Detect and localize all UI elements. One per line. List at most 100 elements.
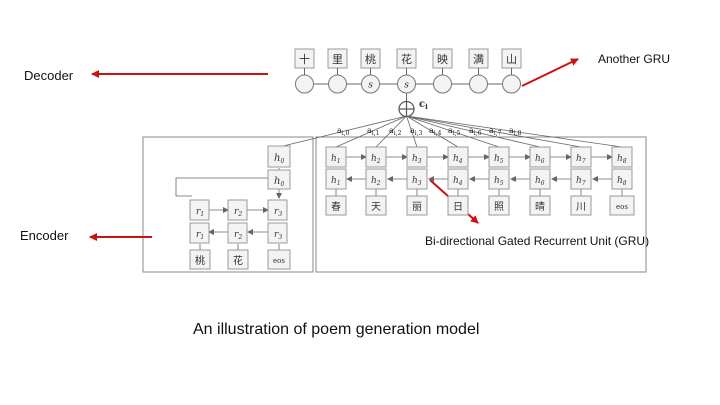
forward-state-cell (447, 146, 469, 168)
decoder-state-circle (469, 74, 488, 94)
left-r-label: r2 (234, 207, 242, 218)
attention-weight-label: ai,2 (389, 126, 402, 137)
forward-state-cell (529, 146, 551, 168)
forward-state-label: h2 (371, 154, 381, 165)
decoder-chain (304, 68, 512, 101)
left-state-label: h0 (274, 153, 284, 165)
forward-state-label: h5 (494, 154, 504, 165)
right-input-cell (570, 195, 592, 216)
left-input-char: eos (273, 257, 285, 265)
another-gru-label: Another GRU (598, 52, 671, 66)
left-input-cell (267, 249, 291, 270)
left-r-cell (267, 199, 288, 221)
backward-state-cell (488, 168, 510, 190)
left-input-cell (189, 249, 211, 270)
attention-weight-label: ai,4 (429, 126, 442, 137)
decoder-state-circle (397, 74, 416, 94)
forward-state-label: h1 (331, 154, 341, 165)
right-input-cell (529, 195, 551, 216)
backward-state-label: h1 (331, 176, 341, 187)
backward-state-cell (365, 168, 387, 190)
left-r-label: r3 (274, 207, 282, 218)
right-input-cell (609, 195, 635, 216)
decoder-output-chars: 十 里 桃 花 映 满 山 (299, 52, 517, 66)
decoder-state-symbol: s (404, 81, 409, 91)
right-input-char: 天 (371, 202, 381, 213)
decoder-state-circles (295, 74, 521, 94)
attention-weight-label: ai,3 (410, 126, 423, 137)
decoder-output-char: 桃 (365, 52, 376, 66)
left-rb-cell (189, 222, 210, 244)
forward-state-cell (488, 146, 510, 168)
forward-state-label: h3 (412, 154, 422, 165)
right-encoder-panel (315, 136, 647, 273)
decoder-output-char: 里 (332, 53, 343, 66)
right-input-cell (365, 195, 387, 216)
forward-state-cell (570, 146, 592, 168)
attention-weight-labels: ai,0 ai,1 ai,2 ai,3 ai,4 ai,5 ai,6 ai,7 … (337, 126, 522, 137)
encoder-label: Encoder (20, 228, 69, 243)
backward-state-cell (406, 168, 428, 190)
backward-state-label: h3 (412, 176, 422, 187)
attention-weight-label: ai,8 (509, 126, 522, 137)
left-rb-cell (227, 222, 248, 244)
attention-lines (278, 115, 623, 148)
left-state-cell (267, 145, 291, 168)
right-input-cell (406, 195, 428, 216)
decoder-output-char: 满 (473, 53, 484, 66)
backward-state-label: h6 (535, 176, 545, 187)
decoder-label: Decoder (24, 68, 74, 83)
backward-state-label: h4 (453, 176, 463, 187)
context-vector-label: ci (419, 99, 428, 111)
forward-state-label: h8 (617, 154, 627, 165)
right-input-cell (447, 195, 469, 216)
left-rb-label: r3 (274, 230, 282, 241)
attention-weight-label: ai,7 (489, 126, 502, 137)
attention-weight-label: ai,0 (337, 126, 350, 137)
backward-state-cell (325, 168, 347, 190)
right-input-char: 丽 (412, 202, 422, 213)
bigru-label: Bi-directional Gated Recurrent Unit (GRU… (425, 234, 650, 248)
left-input-cell (227, 249, 249, 270)
another-gru-pointer-arrow (521, 58, 579, 87)
right-input-char: 春 (331, 201, 341, 213)
left-rb-cell (267, 222, 288, 244)
right-input-char: 日 (453, 202, 463, 213)
left-state-label: h0 (274, 176, 284, 188)
right-encoder-labels: h1 h2 h3 h4 h5 h6 h7 h8 h1 h2 h3 h4 h5 h… (331, 154, 628, 213)
backward-state-cell (611, 168, 633, 190)
forward-state-cell (325, 146, 347, 168)
decoder-state-circle (502, 74, 521, 94)
backward-state-label: h8 (617, 176, 627, 187)
decoder-output-char: 花 (401, 53, 412, 66)
left-encoder-panel (142, 136, 314, 273)
left-encoder-labels: h0 h0 r1 r2 r3 r1 r2 r3 桃 花 eos (195, 153, 285, 267)
caption: An illustration of poem generation model (193, 321, 480, 338)
decoder-output-char: 山 (506, 53, 517, 66)
attention-sum-node (398, 100, 415, 118)
backward-state-cell (570, 168, 592, 190)
forward-state-label: h7 (576, 154, 586, 165)
right-input-cell (325, 195, 347, 216)
backward-state-cell (447, 168, 469, 190)
forward-state-label: h6 (535, 154, 545, 165)
left-input-char: 桃 (195, 254, 205, 267)
left-rb-label: r1 (196, 230, 204, 241)
left-state-cell (267, 169, 291, 190)
right-input-char: 晴 (535, 200, 545, 213)
backward-state-cell (529, 168, 551, 190)
right-input-cell (488, 195, 510, 216)
forward-state-cell (365, 146, 387, 168)
attention-weight-label: ai,1 (367, 126, 379, 137)
decoder-state-symbol: s (368, 81, 373, 91)
right-encoder-cells (325, 146, 635, 216)
backward-state-label: h7 (576, 176, 586, 187)
forward-state-cell (611, 146, 633, 168)
attention-weight-label: ai,5 (448, 126, 461, 137)
left-rb-label: r2 (234, 230, 242, 241)
decoder-output-char: 十 (299, 52, 310, 66)
attention-weight-label: ai,6 (469, 126, 482, 137)
right-encoder-links (335, 154, 623, 196)
decoder-state-circle (433, 74, 452, 94)
decoder-state-circle (361, 74, 380, 94)
